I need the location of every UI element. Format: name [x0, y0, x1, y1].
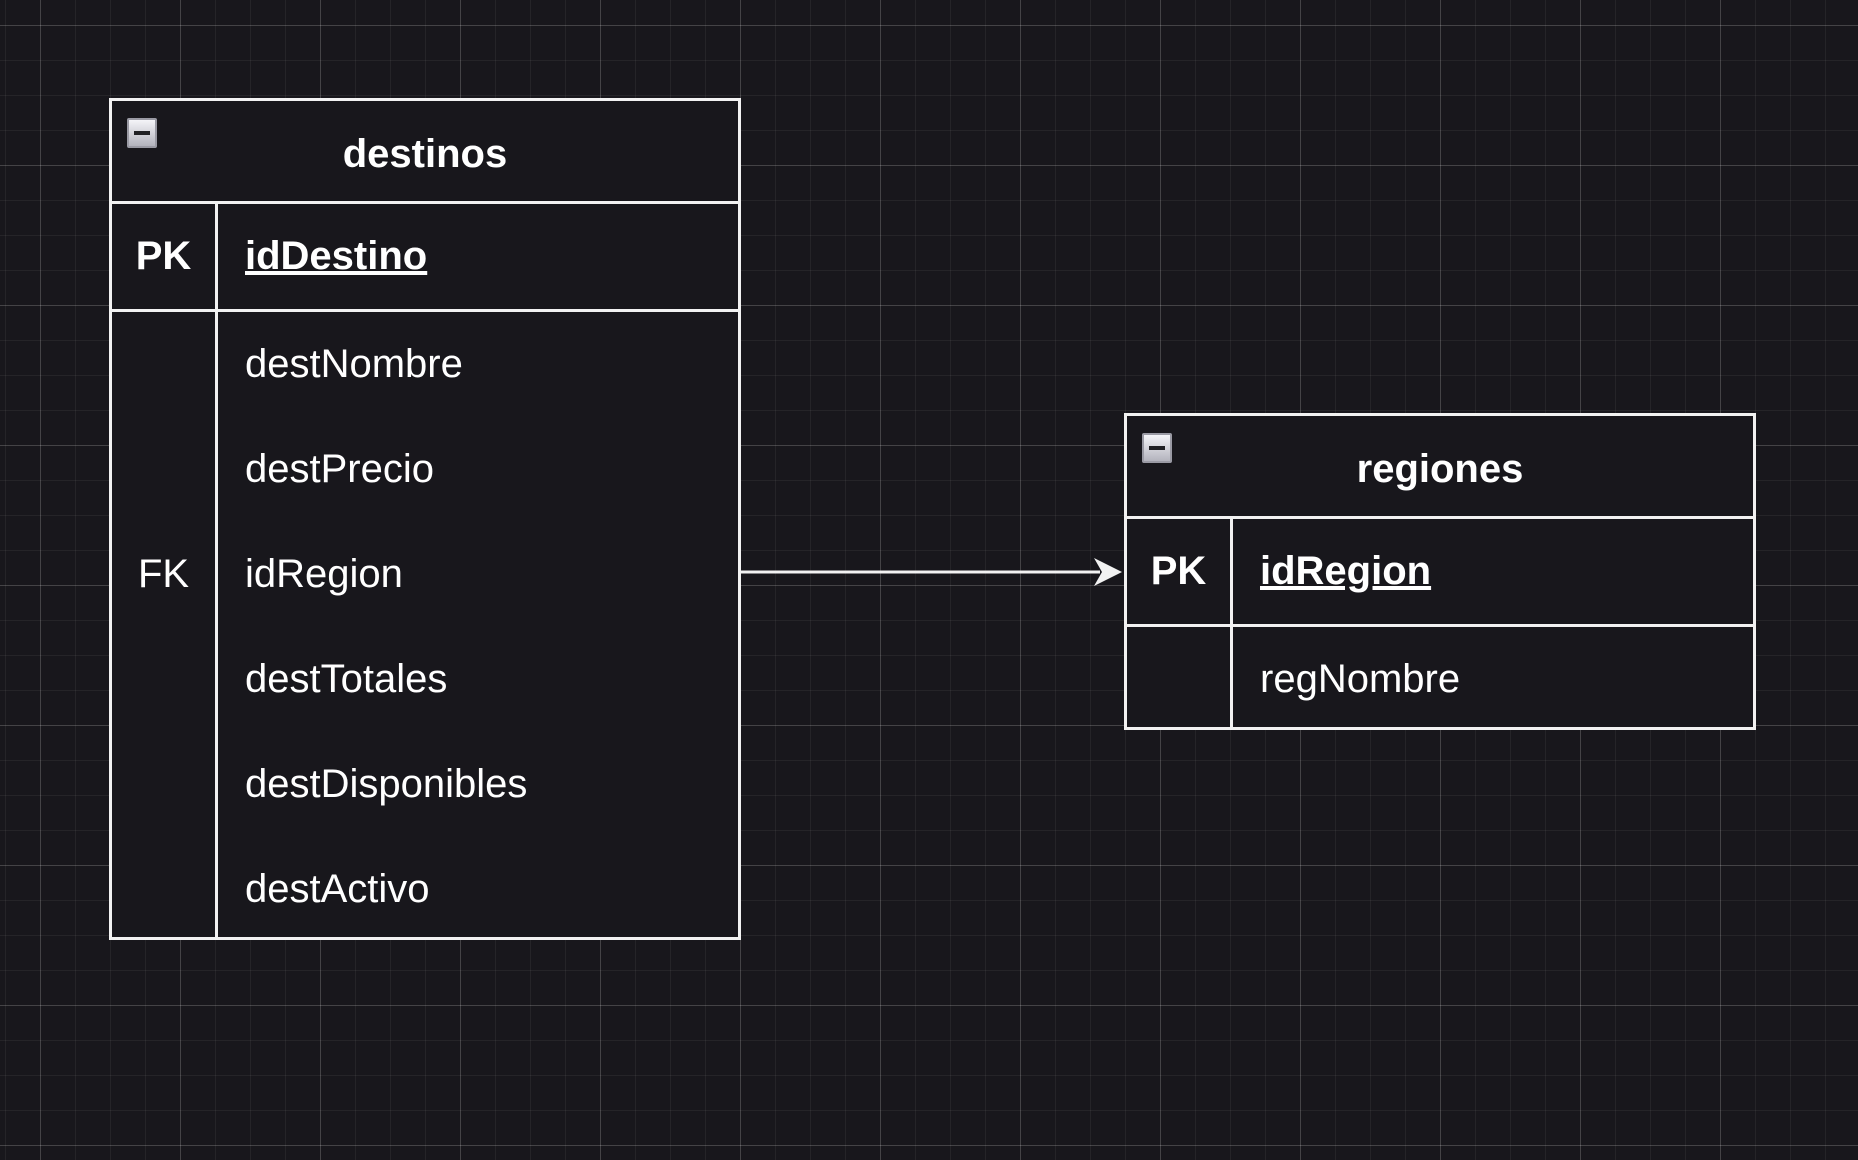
- pk-divider: [112, 309, 738, 312]
- entity-destinos[interactable]: destinos PK idDestino destNombre destPre…: [109, 98, 741, 940]
- entity-header[interactable]: destinos: [112, 101, 738, 204]
- key-column-divider: [1230, 519, 1233, 727]
- attribute-name: destNombre: [245, 342, 463, 386]
- key-label: PK: [135, 234, 192, 278]
- key-label: [112, 312, 215, 417]
- fk-label: FK: [137, 552, 190, 596]
- pk-row[interactable]: PK idRegion: [1127, 519, 1753, 624]
- key-label: [112, 627, 215, 732]
- collapse-icon[interactable]: [127, 118, 157, 148]
- key-column-divider: [215, 204, 218, 937]
- attribute-name: destActivo: [245, 867, 430, 911]
- pk-row[interactable]: PK idDestino: [112, 204, 738, 309]
- arrowhead-icon: [1094, 558, 1122, 586]
- attribute-row[interactable]: FK idRegion: [112, 522, 738, 627]
- attribute-row[interactable]: destNombre: [112, 312, 738, 417]
- attribute-name: destDisponibles: [245, 762, 528, 806]
- entity-regiones[interactable]: regiones PK idRegion regNombre: [1124, 413, 1756, 730]
- entity-title: destinos: [342, 132, 508, 176]
- key-label: [112, 837, 215, 942]
- attribute-name: regNombre: [1260, 657, 1461, 701]
- key-label: [1127, 627, 1230, 732]
- attribute-row[interactable]: destTotales: [112, 627, 738, 732]
- attribute-row[interactable]: destDisponibles: [112, 732, 738, 837]
- attribute-row[interactable]: destActivo: [112, 837, 738, 942]
- pk-divider: [1127, 624, 1753, 627]
- key-label: [112, 732, 215, 837]
- attribute-name: destPrecio: [245, 447, 434, 491]
- entity-header[interactable]: regiones: [1127, 416, 1753, 519]
- attribute-name: idRegion: [245, 552, 403, 596]
- pk-field: idRegion: [1260, 549, 1432, 593]
- pk-field: idDestino: [245, 234, 428, 278]
- entity-title: regiones: [1356, 447, 1524, 491]
- attribute-row[interactable]: destPrecio: [112, 417, 738, 522]
- key-label: [112, 417, 215, 522]
- collapse-icon[interactable]: [1142, 433, 1172, 463]
- attribute-row[interactable]: regNombre: [1127, 627, 1753, 732]
- attribute-name: destTotales: [245, 657, 448, 701]
- key-label: PK: [1150, 549, 1207, 593]
